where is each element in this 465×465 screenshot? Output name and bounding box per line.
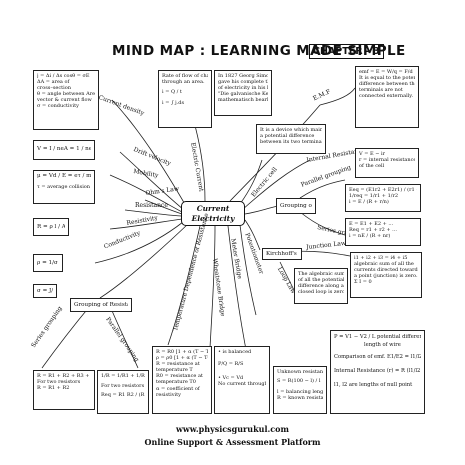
- box-loop-law: The algebraic sum of all the potential d…: [294, 268, 348, 304]
- box-parallel-cells: Eeq = (E1r2 + E2r1) / (r1 + r2) 1/req = …: [345, 184, 421, 212]
- box-ohms-law: σ = J/E: [33, 284, 57, 298]
- box-cell-definition: It is a device which maintains a potenti…: [256, 124, 326, 154]
- box-potentiometer: P = V1 − V2 / L potential difference len…: [330, 330, 425, 414]
- connector-current-density: [111, 99, 187, 207]
- box-internal-resistance: V = E − ir r = internal resistance of th…: [355, 148, 419, 178]
- connector-loop: [279, 261, 295, 291]
- connector-resistance: [124, 209, 182, 217]
- central-topic: Current Electricity: [181, 201, 245, 226]
- central-topic-line2: Electricity: [191, 214, 235, 223]
- connector-series-res: [41, 305, 91, 369]
- connector-parallel-res: [109, 305, 139, 369]
- connector-series-group: [299, 211, 346, 236]
- central-topic-line1: Current: [196, 204, 230, 213]
- connector-internal-res: [241, 159, 311, 211]
- box-conductivity: ρ = 1/σ Ω m: [33, 254, 63, 272]
- box-resistivity: R = ρ l / A: [33, 218, 69, 236]
- page-title: MIND MAP : LEARNING MADE SIMPLE: [112, 43, 406, 59]
- connector-meter-bridge: [227, 225, 249, 361]
- box-junction-law: i1 + i2 + i3 = i4 + i5 algebraic sum of …: [350, 252, 422, 298]
- connector-wheatstone: [209, 225, 216, 349]
- connector-electric-cell: [239, 159, 263, 205]
- footer-tagline: Online Support & Assessment Platform: [144, 437, 321, 447]
- connector-mobility: [109, 174, 183, 213]
- box-emf: emf = E = W/q = F/d It is equal to the p…: [355, 66, 419, 128]
- box-grouping-of-resistance: Grouping of Resistance: [70, 298, 132, 312]
- footer-website[interactable]: www.physicsgurukul.com: [176, 424, 289, 434]
- box-drift-velocity: V = I / neA = 1 / ne: [33, 140, 95, 160]
- chapter-badge: CHAPTER - 3: [309, 44, 384, 59]
- box-current-density: j = Δi / Δs cosθ = σE ΔA = area of cross…: [33, 70, 99, 130]
- connector-kirchhoff: [244, 219, 261, 251]
- box-series-resistance: R = R1 + R2 + R3 + .... + Rn For two res…: [33, 370, 95, 410]
- box-mobility: μ = Vd / E = eτ / m τ = average collisio…: [33, 170, 95, 204]
- box-wheatstone-bridge: • is balanced P/Q = R/S • Vc = Vd No cur…: [214, 346, 270, 414]
- box-parallel-resistance: 1/R = 1/R1 + 1/R2 + ... + 1/Rn For two r…: [97, 370, 149, 414]
- box-series-cells: E = E1 + E2 + ... Req = r1 + r2 + ... i …: [345, 218, 421, 246]
- connector-grouping-res: [99, 223, 189, 299]
- box-grouping-of-cell: Grouping of Cell: [276, 198, 316, 214]
- connector-emf-box: [319, 87, 356, 106]
- connector-ohms-law: [144, 199, 183, 215]
- box-meter-bridge: Unknown resistance S = R(100 − l) / l l …: [273, 366, 327, 414]
- connector-temperature: [167, 225, 201, 346]
- branch-resistance: Resistance: [135, 202, 168, 209]
- connector-grouping-cell: [244, 205, 279, 215]
- connector-emf: [229, 104, 321, 202]
- connector-resistivity: [109, 218, 183, 230]
- box-temperature-dependence: R = R0 [1 + α (T − T0)] ρ = ρ0 [1 + α (T…: [152, 346, 212, 414]
- box-electric-current: Rate of flow of charge through an area. …: [158, 70, 212, 128]
- box-kirchhoffs-law: Kirchhoff's Law: [262, 248, 302, 260]
- connector-potentiometer: [239, 224, 257, 316]
- connector-parallel-group: [299, 179, 346, 199]
- connector-drift-velocity: [119, 151, 185, 211]
- connector-conductivity: [94, 221, 184, 264]
- box-ohm-history: In 1827 Georg Simon Ohm gave his complet…: [214, 70, 272, 116]
